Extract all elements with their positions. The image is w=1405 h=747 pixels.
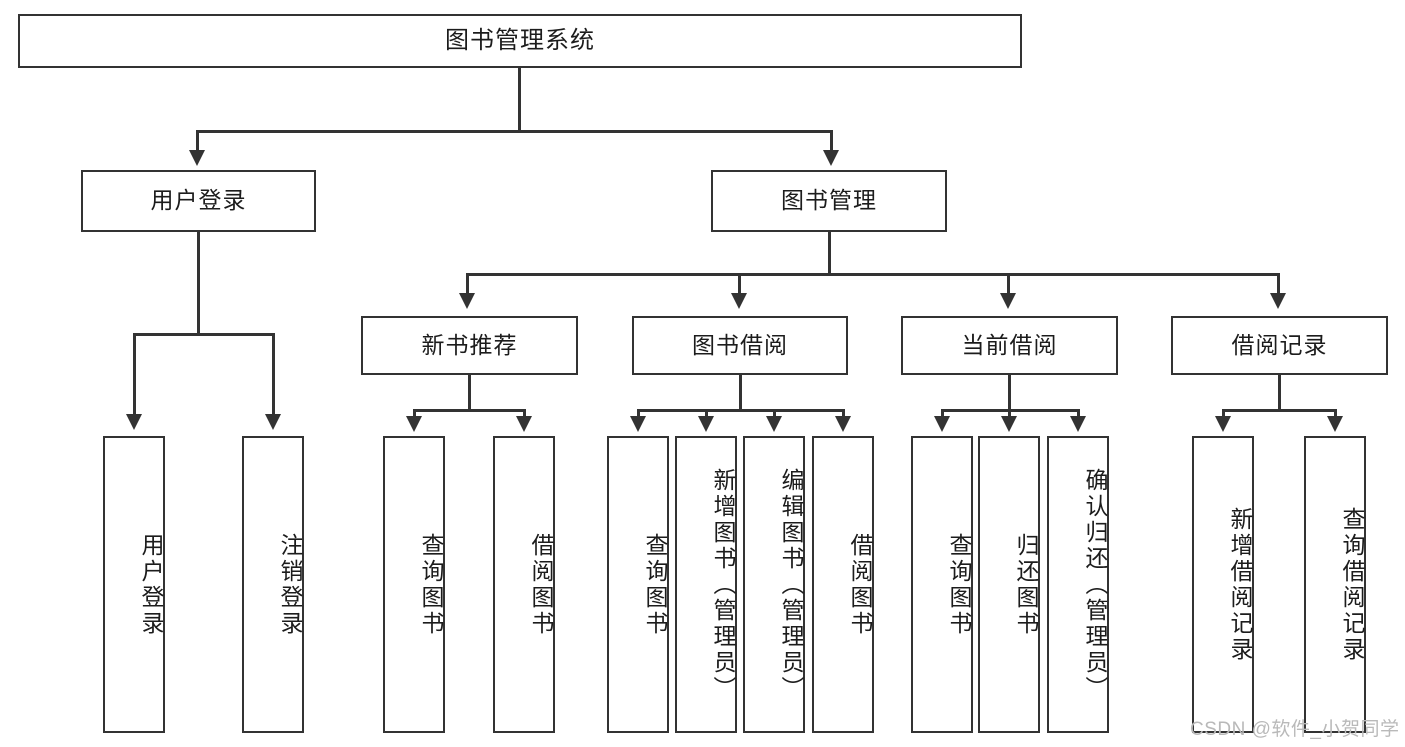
- leaf-return-book[interactable]: 归还图书: [978, 436, 1040, 733]
- node-current-borrow[interactable]: 当前借阅: [901, 316, 1118, 375]
- connector-book-borrow-to-leaf-1: [637, 409, 640, 418]
- connector-book-borrow-to-leaf-3: [773, 409, 776, 418]
- connector-root-bus: [196, 130, 833, 133]
- arrowhead-book-borrow-leaf-3: [766, 416, 782, 432]
- connector-current-borrow-to-leaf-3: [1077, 409, 1080, 418]
- connector-root-stem: [518, 68, 521, 132]
- connector-current-borrow-stem: [1008, 375, 1011, 411]
- arrowhead-borrow-record-leaf-1: [1215, 416, 1231, 432]
- leaf-label: 查询借阅记录: [1339, 506, 1365, 663]
- leaf-query-borrow-record[interactable]: 查询借阅记录: [1304, 436, 1366, 733]
- connector-new-book-to-leaf-2: [523, 409, 526, 418]
- leaf-query-book-borrow[interactable]: 查询图书: [607, 436, 669, 733]
- connector-borrow-record-to-leaf-2: [1334, 409, 1337, 418]
- arrowhead-bm-borrow-record: [1270, 293, 1286, 309]
- leaf-user-login[interactable]: 用户登录: [103, 436, 165, 733]
- connector-root-to-user-login: [196, 130, 199, 151]
- connector-bm-to-new-book: [466, 273, 469, 295]
- arrowhead-book-borrow-leaf-2: [698, 416, 714, 432]
- connector-borrow-record-stem: [1278, 375, 1281, 411]
- connector-user-login-stem: [197, 232, 200, 335]
- connector-user-login-to-leaf-2: [272, 333, 275, 416]
- connector-book-borrow-to-leaf-4: [842, 409, 845, 418]
- connector-new-book-to-leaf-1: [413, 409, 416, 418]
- leaf-label: 借阅图书: [847, 532, 873, 637]
- arrowhead-book-borrow-leaf-4: [835, 416, 851, 432]
- leaf-label: 归还图书: [1013, 532, 1039, 637]
- arrowhead-current-borrow-leaf-2: [1001, 416, 1017, 432]
- arrowhead-user-login-leaf-2: [265, 414, 281, 430]
- leaf-query-book-new-book[interactable]: 查询图书: [383, 436, 445, 733]
- leaf-borrow-book[interactable]: 借阅图书: [812, 436, 874, 733]
- arrowhead-root-to-book-management: [823, 150, 839, 166]
- leaf-add-book-admin[interactable]: 新增图书（管理员）: [675, 436, 737, 733]
- connector-user-login-bus: [133, 333, 275, 336]
- arrowhead-new-book-leaf-1: [406, 416, 422, 432]
- node-book-management[interactable]: 图书管理: [711, 170, 947, 232]
- connector-current-borrow-to-leaf-2: [1008, 409, 1011, 418]
- arrowhead-book-borrow-leaf-1: [630, 416, 646, 432]
- arrowhead-current-borrow-leaf-3: [1070, 416, 1086, 432]
- arrowhead-bm-book-borrow: [731, 293, 747, 309]
- node-book-borrow[interactable]: 图书借阅: [632, 316, 848, 375]
- leaf-edit-book-admin[interactable]: 编辑图书（管理员）: [743, 436, 805, 733]
- node-user-login[interactable]: 用户登录: [81, 170, 316, 232]
- leaf-borrow-book-new-book[interactable]: 借阅图书: [493, 436, 555, 733]
- arrowhead-root-to-user-login: [189, 150, 205, 166]
- leaf-label: 确认归还（管理员）: [1082, 467, 1108, 702]
- node-new-book-recommend[interactable]: 新书推荐: [361, 316, 578, 375]
- connector-borrow-record-to-leaf-1: [1222, 409, 1225, 418]
- leaf-confirm-return-admin[interactable]: 确认归还（管理员）: [1047, 436, 1109, 733]
- arrowhead-bm-current-borrow: [1000, 293, 1016, 309]
- arrowhead-current-borrow-leaf-1: [934, 416, 950, 432]
- arrowhead-user-login-leaf-1: [126, 414, 142, 430]
- connector-bm-to-current-borrow: [1007, 273, 1010, 295]
- connector-book-borrow-stem: [739, 375, 742, 411]
- connector-root-to-book-management: [830, 130, 833, 151]
- leaf-label: 查询图书: [946, 532, 972, 637]
- connector-book-borrow-bus: [637, 409, 845, 412]
- arrowhead-new-book-leaf-2: [516, 416, 532, 432]
- connector-new-book-bus: [413, 409, 526, 412]
- connector-borrow-record-bus: [1222, 409, 1337, 412]
- connector-new-book-stem: [468, 375, 471, 411]
- leaf-query-book-current[interactable]: 查询图书: [911, 436, 973, 733]
- leaf-label: 借阅图书: [528, 532, 554, 637]
- arrowhead-bm-new-book: [459, 293, 475, 309]
- leaf-label: 新增借阅记录: [1227, 506, 1253, 663]
- leaf-label: 编辑图书（管理员）: [778, 467, 804, 702]
- connector-book-management-stem: [828, 232, 831, 275]
- connector-bm-to-book-borrow: [738, 273, 741, 295]
- leaf-label: 注销登录: [277, 532, 303, 637]
- arrowhead-borrow-record-leaf-2: [1327, 416, 1343, 432]
- leaf-label: 用户登录: [138, 532, 164, 637]
- leaf-logout-login[interactable]: 注销登录: [242, 436, 304, 733]
- leaf-label: 查询图书: [642, 532, 668, 637]
- connector-book-management-bus: [466, 273, 1280, 276]
- leaf-add-borrow-record[interactable]: 新增借阅记录: [1192, 436, 1254, 733]
- node-borrow-record[interactable]: 借阅记录: [1171, 316, 1388, 375]
- leaf-label: 新增图书（管理员）: [710, 467, 736, 702]
- connector-book-borrow-to-leaf-2: [705, 409, 708, 418]
- leaf-label: 查询图书: [418, 532, 444, 637]
- connector-bm-to-borrow-record: [1277, 273, 1280, 295]
- connector-user-login-to-leaf-1: [133, 333, 136, 416]
- connector-current-borrow-to-leaf-1: [941, 409, 944, 418]
- node-root-book-management-system[interactable]: 图书管理系统: [18, 14, 1022, 68]
